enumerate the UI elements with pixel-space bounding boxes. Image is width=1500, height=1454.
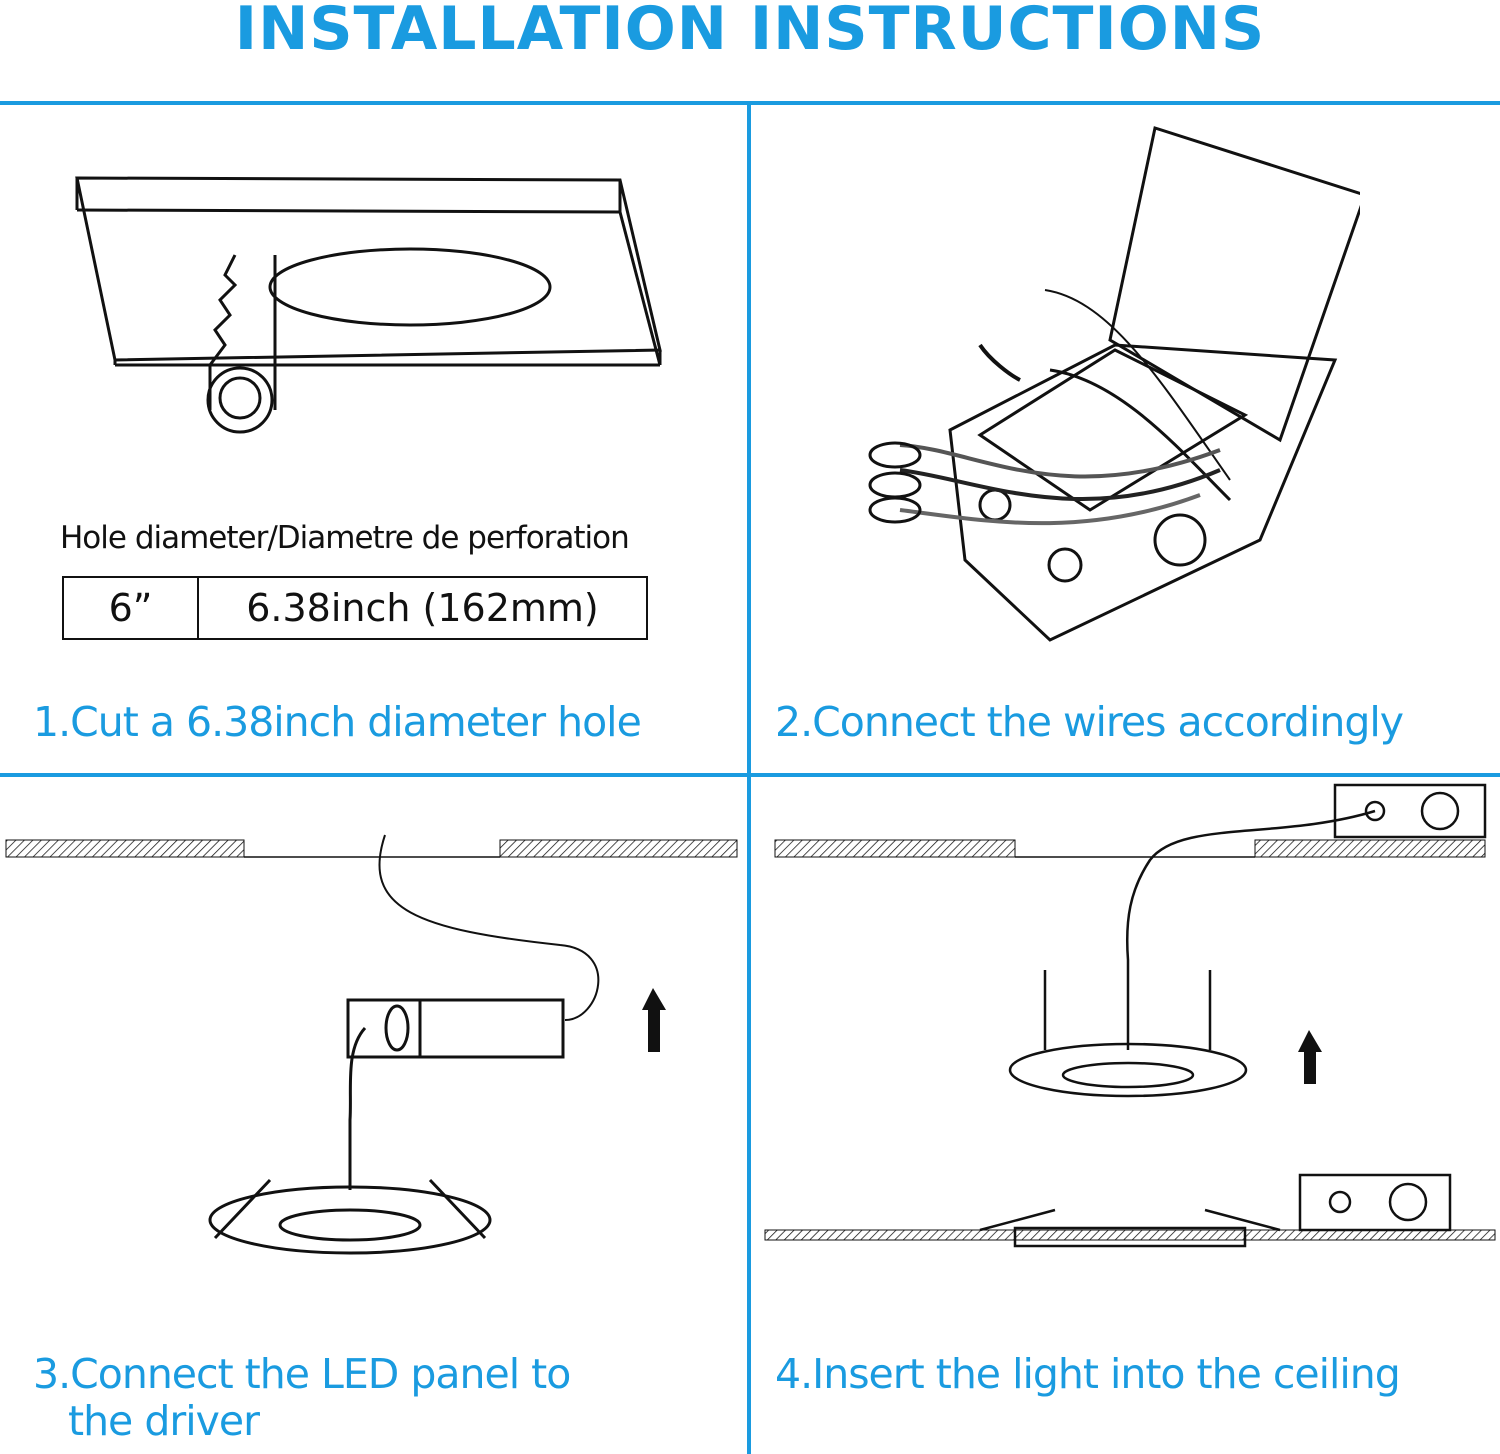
led-panel-driver-illustration: [5, 834, 738, 1255]
step-4-caption: 4.Insert the light into the ceiling: [775, 1350, 1401, 1398]
step-1-caption: 1.Cut a 6.38inch diameter hole: [33, 698, 642, 746]
divider-vertical: [747, 103, 751, 1454]
step-3-caption-line-2: the driver: [68, 1397, 260, 1445]
hole-diameter-cell: 6.38inch (162mm): [197, 576, 648, 640]
step-2-caption: 2.Connect the wires accordingly: [775, 698, 1404, 746]
page-title: INSTALLATION INSTRUCTIONS: [234, 0, 1266, 64]
hole-size-table: 6” 6.38inch (162mm): [62, 576, 648, 640]
ceiling-insert-illustration: [764, 783, 1496, 1248]
hole-saw-illustration: [75, 176, 662, 434]
hole-size-cell: 6”: [62, 576, 199, 640]
hole-diameter-label: Hole diameter/Diametre de perforation: [60, 520, 630, 556]
step-3-caption-line-1: 3.Connect the LED panel to: [33, 1350, 571, 1398]
junction-box-illustration: [868, 126, 1360, 642]
